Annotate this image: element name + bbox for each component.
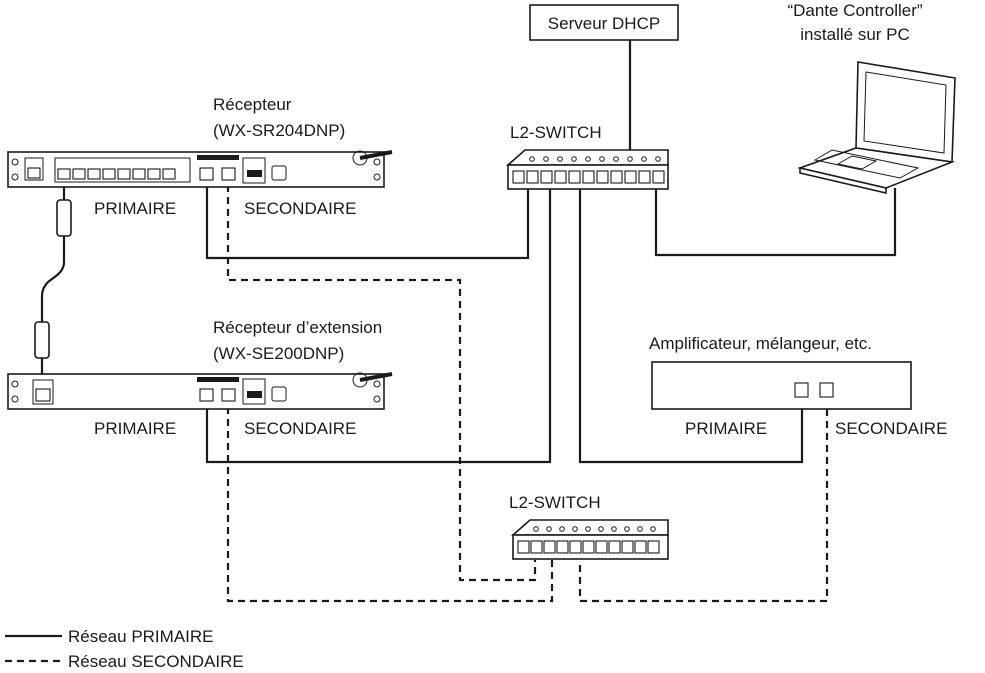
dante-label-1: “Dante Controller”: [787, 1, 922, 20]
receiver-device: [7, 150, 393, 188]
switch-bottom-label: L2-SWITCH: [509, 493, 601, 512]
dhcp-label: Serveur DHCP: [548, 14, 660, 33]
link-ext-secondary: [226, 395, 554, 603]
receiver-secondary-label: SECONDAIRE: [244, 199, 356, 218]
extension-receiver-device: [7, 372, 393, 410]
laptop-icon: [797, 61, 956, 195]
ext-label-2: (WX-SE200DNP): [213, 344, 344, 363]
ferrite-core-bottom: [34, 321, 50, 359]
dhcp-server: Serveur DHCP: [529, 4, 679, 41]
amp-secondary-label: SECONDAIRE: [835, 419, 947, 438]
link-amp-secondary: [578, 397, 829, 603]
ext-primary-label: PRIMAIRE: [94, 419, 176, 438]
receiver-label-1: Récepteur: [213, 95, 292, 114]
link-pc: [654, 180, 897, 257]
receiver-primary-label: PRIMAIRE: [94, 199, 176, 218]
l2-switch-top: [505, 149, 669, 190]
link-ext-primary: [205, 180, 552, 464]
receiver-label-2: (WX-SR204DNP): [213, 121, 345, 140]
ferrite-core-top: [56, 199, 72, 237]
ext-secondary-label: SECONDAIRE: [244, 419, 356, 438]
switch-top-label: L2-SWITCH: [510, 123, 602, 142]
link-receiver-primary: [205, 180, 530, 260]
legend-primary-label: Réseau PRIMAIRE: [68, 627, 214, 646]
ext-label-1: Récepteur d’extension: [213, 318, 382, 337]
amplifier-device: [651, 361, 912, 410]
legend-secondary-label: Réseau SECONDAIRE: [68, 652, 244, 671]
legend: Réseau PRIMAIRE Réseau SECONDAIRE: [5, 627, 244, 671]
dante-label-2: installé sur PC: [800, 25, 910, 44]
l2-switch-bottom: [510, 519, 669, 560]
amp-label: Amplificateur, mélangeur, etc.: [649, 334, 872, 353]
amp-primary-label: PRIMAIRE: [685, 419, 767, 438]
link-amp-primary: [578, 180, 804, 464]
